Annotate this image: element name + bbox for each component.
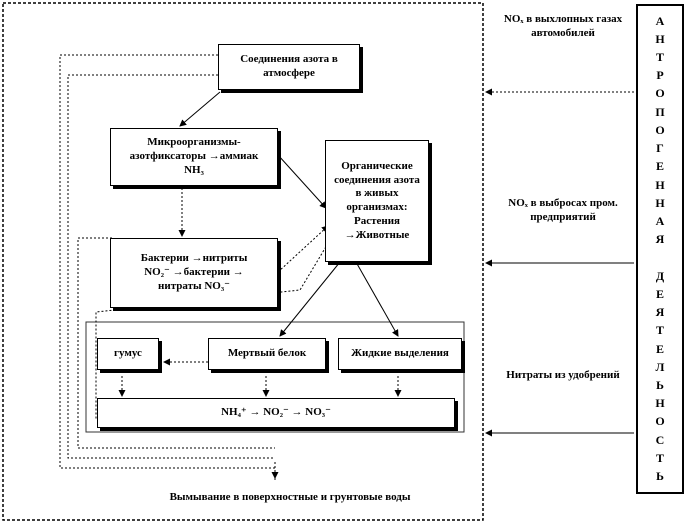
- organic-label: Органические соединения азота в живых ор…: [334, 159, 420, 241]
- arrow-organic-to-dead: [279, 261, 341, 337]
- vertical-letter: П: [655, 104, 665, 119]
- vertical-letter: О: [655, 414, 665, 429]
- washout-label: Вымывание в поверхностные и грунтовые во…: [169, 491, 411, 503]
- bacteria-line-3: нитраты NO₃⁻: [158, 279, 230, 292]
- bacteria-line-1: Бактерии →нитриты: [140, 252, 248, 265]
- excretions-label: Жидкие выделения: [351, 347, 449, 360]
- vertical-letter: Т: [655, 450, 664, 465]
- return-line-middle: [67, 74, 275, 459]
- vertical-letter: Р: [656, 68, 664, 83]
- vertical-letter: Е: [655, 341, 664, 356]
- humus-box: гумус: [97, 338, 159, 370]
- bacteria-line-2: NO₂⁻ →бактерии →: [144, 266, 244, 279]
- vertical-letter: Е: [655, 159, 664, 174]
- vertical-letter: О: [655, 86, 665, 101]
- organic-box: Органические соединения азота в живых ор…: [325, 140, 429, 262]
- microorganisms-box: Микроорганизмы-азотфиксаторы →аммиак NH₃: [110, 128, 278, 186]
- vertical-letter: Т: [655, 323, 664, 338]
- vertical-letter: О: [655, 122, 665, 137]
- return-line-inner: [77, 237, 275, 449]
- vertical-letter: Н: [655, 195, 665, 210]
- vertical-letter: Я: [655, 232, 665, 247]
- arrow-atm-to-micro: [179, 91, 221, 127]
- vertical-letter: А: [655, 13, 665, 28]
- vertical-letter: С: [655, 432, 665, 447]
- vertical-letter: Д: [655, 268, 665, 283]
- vertical-letter: Н: [655, 31, 665, 46]
- vertical-letter: Т: [655, 50, 664, 65]
- vertical-letter: Ь: [656, 469, 664, 484]
- no-auto-label: NOₓ в выхлопных газах автомобилей: [503, 13, 623, 40]
- arrow-bacteria-to-organic: [277, 225, 329, 273]
- dead-protein-box: Мертвый белок: [208, 338, 326, 370]
- vertical-letter: А: [655, 214, 665, 229]
- vertical-letter: Ь: [656, 377, 664, 392]
- atmosphere-label: Соединения азота в атмосфере: [240, 53, 338, 79]
- vertical-letter: Л: [655, 359, 665, 374]
- dead-protein-label: Мертвый белок: [227, 347, 307, 360]
- microorganisms-label: Микроорганизмы-азотфиксаторы →аммиак NH₃: [129, 136, 259, 176]
- vertical-letter: Н: [655, 177, 665, 192]
- bacteria-box: Бактерии →нитриты NO₂⁻ →бактерии → нитра…: [110, 238, 278, 308]
- arrow-organic-to-excretions: [355, 261, 399, 337]
- vertical-letter: Е: [655, 286, 664, 301]
- nitrogen-chain-box: NH₄⁺ → NO₂⁻ → NO₃⁻: [97, 398, 455, 428]
- atmosphere-box: Соединения азота в атмосфере: [218, 44, 360, 90]
- arrow-micro-to-organic: [277, 154, 327, 209]
- outer-frame: [2, 2, 484, 521]
- no-industry-label: NOₓ в выбросах пром. предприятий: [508, 197, 618, 224]
- vertical-letter: Я: [655, 305, 665, 320]
- vertical-letter: Г: [656, 141, 664, 156]
- excretions-box: Жидкие выделения: [338, 338, 462, 370]
- nitrogen-chain-label: NH₄⁺ → NO₂⁻ → NO₃⁻: [221, 406, 331, 419]
- lower-frame: [85, 321, 465, 433]
- humus-label: гумус: [114, 347, 142, 360]
- vertical-letter: Н: [655, 396, 665, 411]
- fertilizers-label: Нитраты из удобрений: [506, 369, 620, 381]
